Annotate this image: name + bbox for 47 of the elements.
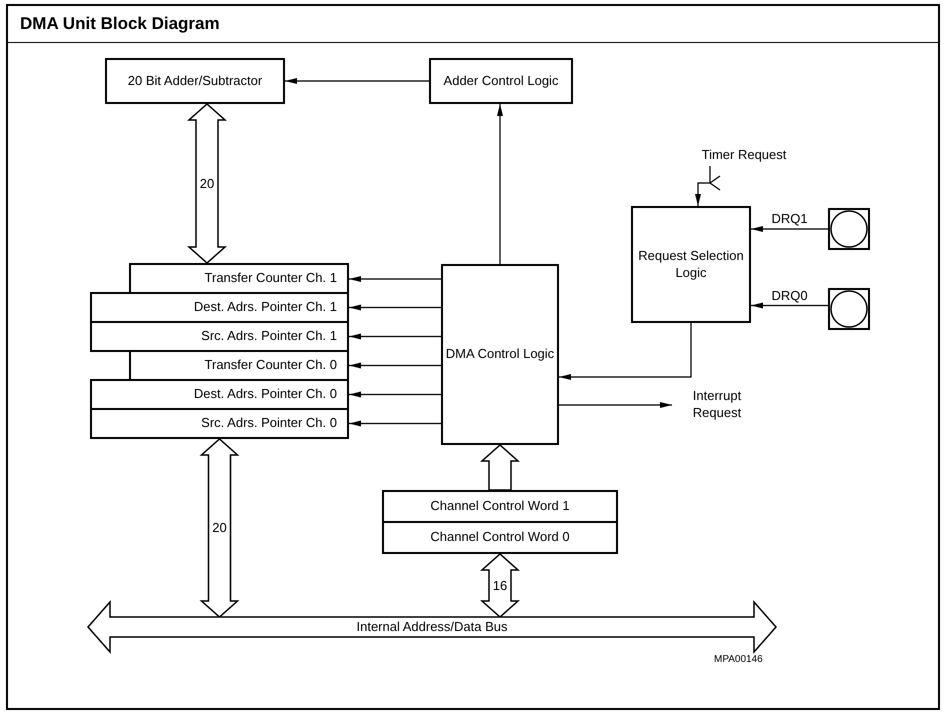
register-box: [129, 350, 349, 381]
arrow: [349, 334, 441, 340]
box-label: Request Selection Logic: [637, 248, 745, 282]
arrow: [497, 104, 503, 264]
signal-label: Interrupt Request: [672, 386, 762, 424]
bus-label: Internal Address/Data Bus: [356, 618, 508, 636]
bus-arrow: [187, 103, 227, 264]
box-label: Transfer Counter Ch. 0: [204, 357, 337, 374]
arrow: [349, 392, 441, 398]
figure-code: MPA00146: [714, 654, 763, 665]
register-box: [129, 263, 349, 294]
box-label: Channel Control Word 1: [430, 498, 570, 515]
arrow: [349, 304, 441, 310]
arrow: [559, 323, 692, 380]
box-label: DMA Control Logic: [446, 346, 554, 363]
box-label: Src. Adrs. Pointer Ch. 0: [201, 415, 337, 432]
arrow: [695, 166, 711, 206]
register-box: [90, 408, 349, 439]
process-box: [429, 58, 573, 104]
edge-label: DRQ1: [770, 211, 809, 227]
register-box: [90, 292, 349, 323]
box-label: Adder Control Logic: [444, 72, 558, 90]
process-box: [631, 206, 751, 323]
box-label: Dest. Adrs. Pointer Ch. 0: [194, 386, 337, 403]
box-label: 20 Bit Adder/Subtractor: [128, 72, 262, 90]
arrow: [559, 402, 672, 408]
box-label: Transfer Counter Ch. 1: [204, 270, 337, 287]
arrow: [285, 78, 429, 84]
register-box: [90, 379, 349, 410]
arrow: [349, 362, 441, 368]
bus-arrow: [200, 438, 240, 618]
arrow: [349, 276, 441, 282]
register-box: [382, 521, 618, 554]
arrow: [349, 420, 441, 426]
box-label: Src. Adrs. Pointer Ch. 1: [201, 328, 337, 345]
diagram-title: DMA Unit Block Diagram: [20, 14, 220, 34]
register-box: [90, 321, 349, 352]
edge-label: DRQ0: [770, 288, 809, 304]
arrow: [751, 302, 828, 308]
process-box: [105, 58, 285, 104]
box-label: Channel Control Word 0: [430, 529, 570, 546]
arrow: [751, 226, 828, 232]
signal-label: Timer Request: [691, 144, 797, 166]
process-box: [441, 264, 559, 445]
box-label: Dest. Adrs. Pointer Ch. 1: [194, 299, 337, 316]
bus-arrow: [480, 444, 520, 491]
register-box: [382, 490, 618, 523]
